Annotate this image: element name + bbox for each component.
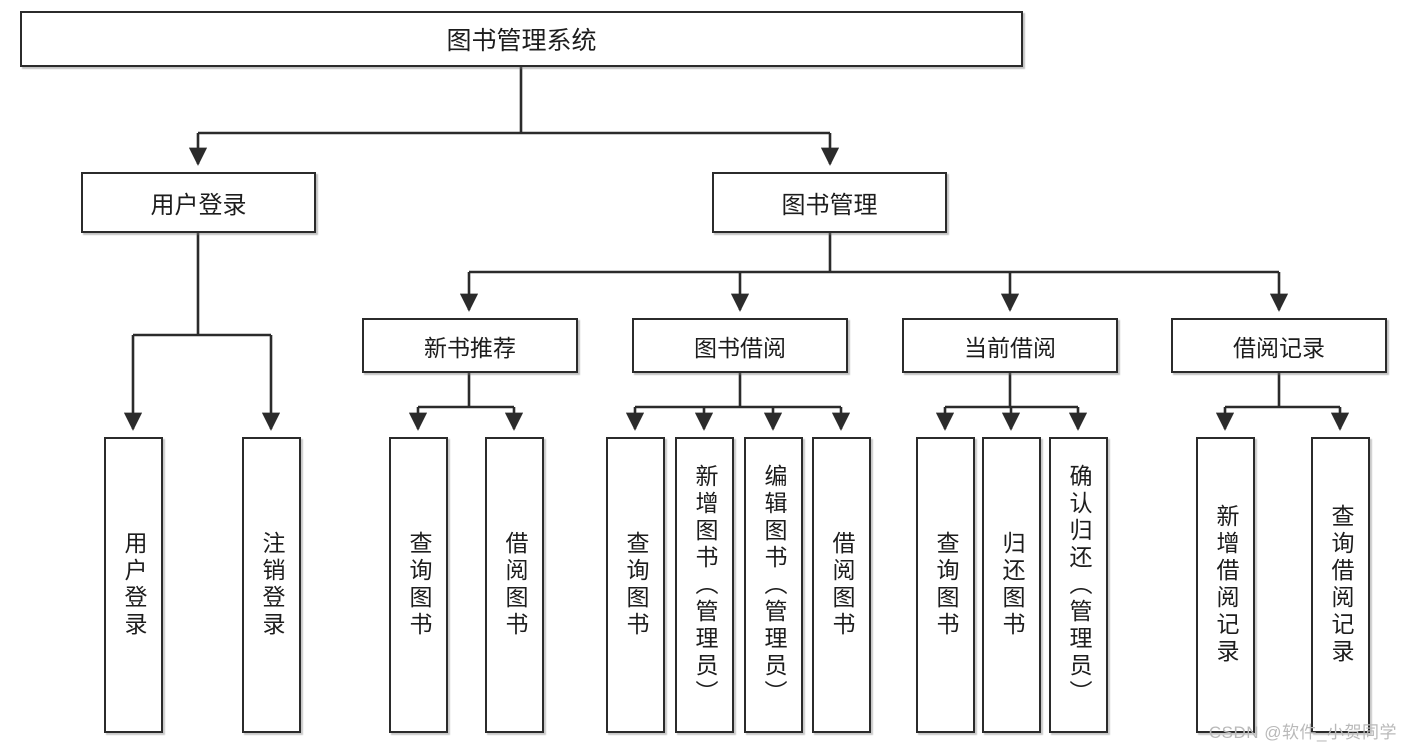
leaf-label: 新增图书（管理员） bbox=[692, 463, 718, 707]
leaf-borrow-record-add[interactable]: 新增借阅记录 bbox=[1196, 437, 1255, 733]
leaf-label: 新增借阅记录 bbox=[1213, 504, 1239, 666]
leaf-label: 查询图书 bbox=[406, 531, 432, 639]
node-root-label: 图书管理系统 bbox=[446, 27, 597, 55]
node-borrow-record[interactable]: 借阅记录 bbox=[1171, 318, 1387, 373]
leaf-label: 用户登录 bbox=[121, 531, 147, 639]
node-book-management[interactable]: 图书管理 bbox=[712, 172, 947, 233]
leaf-borrow-record-query[interactable]: 查询借阅记录 bbox=[1311, 437, 1370, 733]
leaf-label: 归还图书 bbox=[999, 531, 1025, 639]
leaf-label: 确认归还（管理员） bbox=[1066, 463, 1092, 707]
leaf-book-borrow-borrow[interactable]: 借阅图书 bbox=[812, 437, 871, 733]
leaf-label: 查询图书 bbox=[623, 531, 649, 639]
leaf-current-borrow-return[interactable]: 归还图书 bbox=[982, 437, 1041, 733]
leaf-label: 借阅图书 bbox=[502, 531, 528, 639]
leaf-book-borrow-query[interactable]: 查询图书 bbox=[606, 437, 665, 733]
node-book-borrow-label: 图书借阅 bbox=[694, 334, 786, 361]
leaf-label: 查询借阅记录 bbox=[1328, 504, 1354, 666]
leaf-new-book-borrow[interactable]: 借阅图书 bbox=[485, 437, 544, 733]
leaf-current-borrow-query[interactable]: 查询图书 bbox=[916, 437, 975, 733]
leaf-label: 查询图书 bbox=[933, 531, 959, 639]
watermark: CSDN @软件_小贺同学 bbox=[1208, 723, 1397, 742]
leaf-user-login-login[interactable]: 用户登录 bbox=[104, 437, 163, 733]
node-borrow-record-label: 借阅记录 bbox=[1233, 334, 1325, 361]
node-user-login-label: 用户登录 bbox=[150, 192, 247, 219]
node-new-book-recommend-label: 新书推荐 bbox=[424, 334, 516, 361]
node-user-login[interactable]: 用户登录 bbox=[81, 172, 316, 233]
leaf-current-borrow-confirm-return[interactable]: 确认归还（管理员） bbox=[1049, 437, 1108, 733]
leaf-new-book-query[interactable]: 查询图书 bbox=[389, 437, 448, 733]
leaf-label: 编辑图书（管理员） bbox=[761, 463, 787, 707]
node-book-borrow[interactable]: 图书借阅 bbox=[632, 318, 848, 373]
leaf-label: 注销登录 bbox=[259, 531, 285, 639]
leaf-label: 借阅图书 bbox=[829, 531, 855, 639]
node-new-book-recommend[interactable]: 新书推荐 bbox=[362, 318, 578, 373]
node-root[interactable]: 图书管理系统 bbox=[20, 11, 1023, 67]
leaf-book-borrow-add[interactable]: 新增图书（管理员） bbox=[675, 437, 734, 733]
node-current-borrow-label: 当前借阅 bbox=[964, 334, 1056, 361]
node-book-management-label: 图书管理 bbox=[781, 192, 878, 219]
leaf-book-borrow-edit[interactable]: 编辑图书（管理员） bbox=[744, 437, 803, 733]
leaf-user-login-logout[interactable]: 注销登录 bbox=[242, 437, 301, 733]
node-current-borrow[interactable]: 当前借阅 bbox=[902, 318, 1118, 373]
